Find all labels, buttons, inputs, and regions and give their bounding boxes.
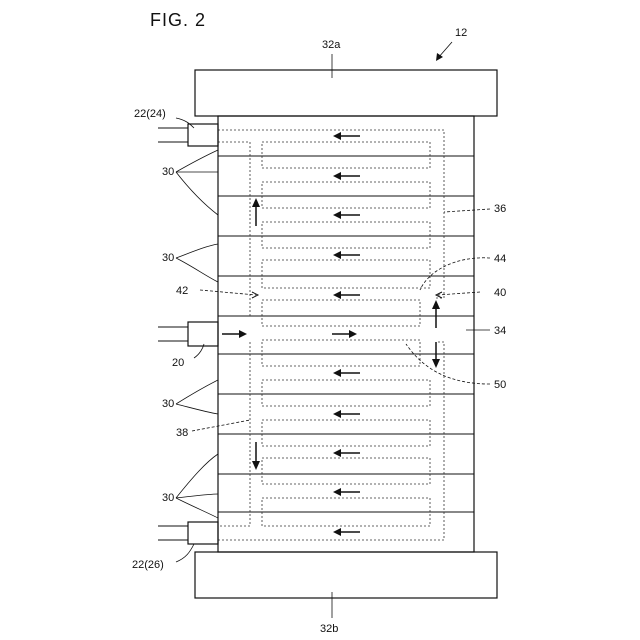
arrow-down-icon [432, 342, 440, 368]
arrow-left-icon [333, 211, 360, 219]
arrow-left-icon [333, 369, 360, 377]
label-stack-12: 12 [455, 27, 467, 39]
label-cell-group-4: 30 [162, 492, 174, 504]
leader-channel-38 [192, 420, 250, 431]
leaders-cell-group-4 [176, 454, 218, 518]
end-plate-bottom [195, 552, 497, 598]
leaders-cell-group-2 [176, 244, 218, 282]
label-channel-44: 44 [494, 253, 506, 265]
leader-channel-44 [420, 258, 490, 290]
label-flow-50: 50 [494, 379, 506, 391]
label-end-plate-bottom: 32b [320, 623, 338, 635]
arrow-left-icon [333, 488, 360, 496]
label-outlet-top: 22(24) [134, 108, 166, 120]
stack-reference-arrow [436, 42, 452, 61]
arrow-right-icon [332, 330, 357, 338]
figure-title: FIG. 2 [150, 10, 206, 30]
arrow-left-icon [333, 251, 360, 259]
reference-arrow-42 [200, 290, 258, 298]
arrow-up-icon [252, 198, 260, 226]
arrow-left-icon [333, 291, 360, 299]
arrow-left-icon [333, 410, 360, 418]
arrow-left-icon [333, 528, 360, 536]
label-cell-group-1: 30 [162, 166, 174, 178]
flow-arrows-right [222, 330, 357, 338]
label-channel-40: 40 [494, 287, 506, 299]
outlet-port-top [158, 124, 218, 146]
label-inlet: 20 [172, 357, 184, 369]
arrow-down-icon [252, 442, 260, 470]
leaders-cell-group-3 [176, 380, 218, 414]
label-casing-34: 34 [494, 325, 506, 337]
label-cell-group-2: 30 [162, 252, 174, 264]
leader-seal-36 [444, 209, 490, 212]
dashed-flow-upper [218, 130, 444, 326]
label-outlet-bottom: 22(26) [132, 559, 164, 571]
label-cell-group-3: 30 [162, 398, 174, 410]
leaders-cell-group-1 [176, 150, 218, 215]
dashed-flow-lower [218, 340, 444, 540]
label-end-plate-top: 32a [322, 39, 341, 51]
label-channel-38: 38 [176, 427, 188, 439]
arrow-up-icon [432, 300, 440, 328]
label-channel-42: 42 [176, 285, 188, 297]
leader-outlet-top [176, 118, 194, 128]
arrow-left-icon [333, 172, 360, 180]
inlet-port [158, 322, 218, 346]
arrow-left-icon [333, 449, 360, 457]
arrow-right-icon [222, 330, 247, 338]
arrow-left-icon [333, 132, 360, 140]
reference-arrow-40 [436, 292, 480, 298]
end-plate-top [195, 70, 497, 116]
leader-flow-50 [406, 344, 490, 384]
label-seal-36: 36 [494, 203, 506, 215]
leader-outlet-bottom [176, 544, 194, 562]
outlet-port-bottom [158, 522, 218, 544]
